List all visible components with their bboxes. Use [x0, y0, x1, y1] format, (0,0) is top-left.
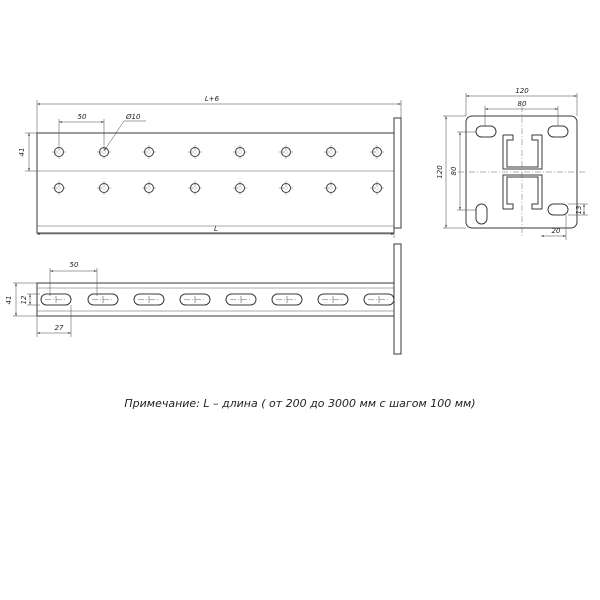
dim-slot-offset: 20	[552, 227, 561, 235]
end-view: 120 80 120 80 20 13	[436, 87, 588, 240]
mounting-hole	[188, 181, 202, 195]
dim-hole-pitch: 50	[78, 113, 87, 121]
plate-slot	[475, 203, 488, 225]
dim-slot-height: 12	[20, 295, 28, 304]
mounting-hole	[324, 145, 338, 159]
side-view: L+6 50 Ø10 41 L	[18, 95, 402, 238]
mounting-hole	[370, 181, 384, 195]
mounting-hole	[97, 181, 111, 195]
channel-body	[36, 132, 395, 234]
dim-plate-width: 120	[515, 87, 529, 95]
channel-slot	[87, 293, 119, 306]
mounting-hole	[142, 145, 156, 159]
channel-profile	[502, 134, 543, 210]
channel-slot	[133, 293, 165, 306]
end-plate-top	[393, 243, 402, 355]
dim-hole-diameter: Ø10	[125, 113, 141, 121]
plate-slot	[547, 125, 569, 138]
mounting-hole	[142, 181, 156, 195]
dim-overall-length: L+6	[205, 95, 220, 103]
mounting-hole	[279, 145, 293, 159]
dim-length: L	[214, 225, 218, 233]
note-text: Примечание: L – длина ( от 200 до 3000 м…	[124, 397, 476, 410]
dim-slot-pitch: 50	[70, 261, 79, 269]
channel-slot	[179, 293, 211, 306]
channel-slot	[40, 293, 72, 306]
mounting-hole	[324, 181, 338, 195]
top-view: 50 41 12 27	[5, 243, 402, 355]
channel-slot	[363, 293, 395, 306]
dim-slot-length: 27	[55, 324, 64, 332]
mounting-hole	[52, 181, 66, 195]
mounting-hole	[370, 145, 384, 159]
dim-top-height: 41	[5, 296, 13, 305]
mounting-hole	[52, 145, 66, 159]
dim-hole-spacing-v: 80	[450, 166, 458, 175]
plate-slot	[547, 203, 569, 216]
dim-slot-width: 13	[575, 206, 583, 215]
mounting-hole	[188, 145, 202, 159]
top-slots	[40, 293, 395, 306]
channel-slot	[317, 293, 349, 306]
dim-hole-spacing-h: 80	[518, 100, 527, 108]
side-holes	[52, 145, 384, 195]
mounting-hole	[233, 145, 247, 159]
mounting-hole	[97, 145, 111, 159]
leader-hole-diameter	[103, 120, 146, 152]
channel-slot	[271, 293, 303, 306]
channel-slot	[225, 293, 257, 306]
mounting-hole	[279, 181, 293, 195]
end-plate-side	[393, 117, 402, 229]
dim-plate-height: 120	[436, 165, 444, 179]
mounting-hole	[233, 181, 247, 195]
dim-height: 41	[18, 148, 26, 157]
plate-slot	[475, 125, 497, 138]
